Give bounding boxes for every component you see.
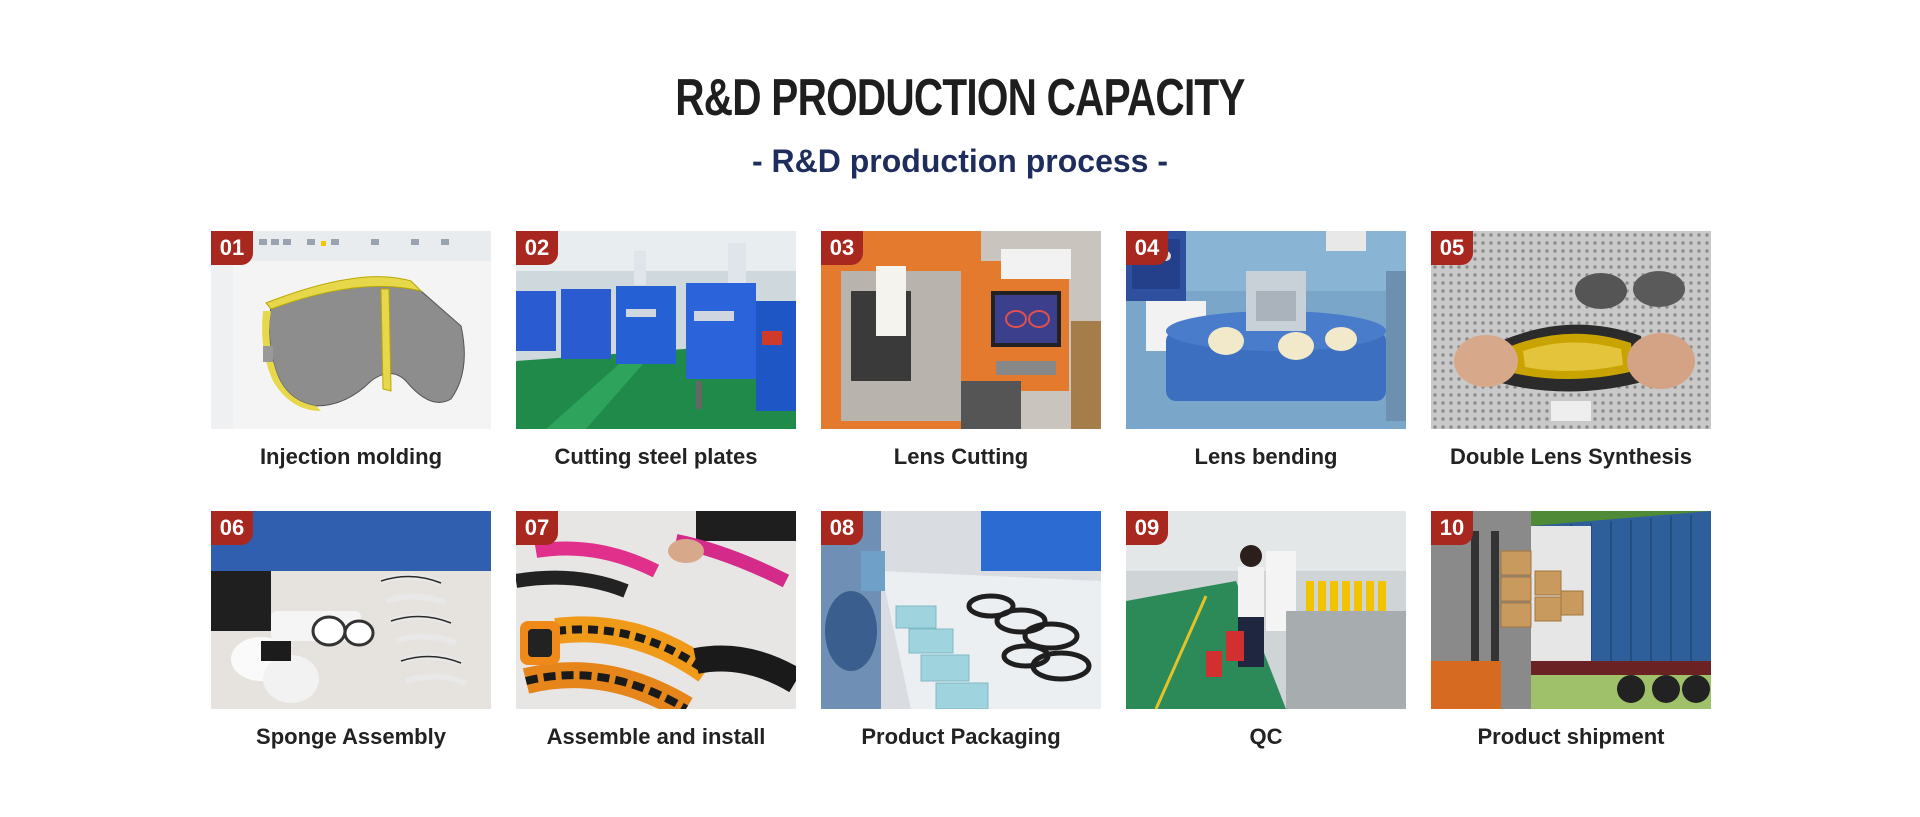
step-label: QC [1249, 724, 1283, 749]
process-photo: 03 [821, 231, 1101, 429]
bending-machine-image [1126, 231, 1406, 429]
process-photo: 10 [1431, 511, 1711, 709]
process-card-qc: 09 QC [1126, 511, 1406, 765]
step-number-badge: 09 [1126, 511, 1168, 545]
process-card-lens-bending: 04 Lens bending [1126, 231, 1406, 485]
process-card-product-shipment: 10 Product shipment [1431, 511, 1711, 765]
process-card-lens-cutting: 03 Lens Cutting [821, 231, 1101, 485]
packaging-image [821, 511, 1101, 709]
step-label: Cutting steel plates [554, 444, 758, 469]
page-subtitle: - R&D production process - [751, 143, 1168, 179]
step-number-badge: 08 [821, 511, 863, 545]
step-number-badge: 07 [516, 511, 558, 545]
shipment-truck-image [1431, 511, 1711, 709]
process-card-double-lens-synthesis: 05 Double Lens Synthesis [1431, 231, 1711, 485]
process-photo: 08 [821, 511, 1101, 709]
step-number-badge: 01 [211, 231, 253, 265]
step-number-badge: 05 [1431, 231, 1473, 265]
step-label: Sponge Assembly [256, 724, 446, 749]
goggle-lens-hands-image [1431, 231, 1711, 429]
process-photo: 02 [516, 231, 796, 429]
step-number-badge: 03 [821, 231, 863, 265]
step-label: Product shipment [1477, 724, 1665, 749]
process-photo: 05 [1431, 231, 1711, 429]
cnc-machine-image [821, 231, 1101, 429]
process-photo: 06 [211, 511, 491, 709]
factory-machines-image [516, 231, 796, 429]
step-label: Assemble and install [546, 724, 766, 749]
process-card-sponge-assembly: 06 Sponge Assembly [211, 511, 491, 765]
step-label: Lens Cutting [893, 444, 1029, 469]
step-label: Lens bending [1194, 444, 1338, 469]
step-label: Product Packaging [861, 724, 1061, 749]
step-label: Injection molding [259, 444, 443, 469]
step-label: Double Lens Synthesis [1449, 444, 1693, 469]
process-card-cutting-steel-plates: 02 Cutting steel plates [516, 231, 796, 485]
process-photo: 04 [1126, 231, 1406, 429]
step-number-badge: 02 [516, 231, 558, 265]
page-title: R&D PRODUCTION CAPACITY [675, 69, 1245, 127]
sponge-assembly-image [211, 511, 491, 709]
process-card-injection-molding: 01 Injection molding [211, 231, 491, 485]
step-number-badge: 04 [1126, 231, 1168, 265]
process-photo: 07 [516, 511, 796, 709]
cad-model-image [211, 231, 491, 429]
step-number-badge: 06 [211, 511, 253, 545]
process-photo: 09 [1126, 511, 1406, 709]
qc-workshop-image [1126, 511, 1406, 709]
process-card-product-packaging: 08 Product Packaging [821, 511, 1101, 765]
process-grid: 01 Injection molding [211, 231, 1711, 765]
straps-assembly-image [516, 511, 796, 709]
step-number-badge: 10 [1431, 511, 1473, 545]
process-card-assemble-and-install: 07 Assemble and install [516, 511, 796, 765]
process-photo: 01 [211, 231, 491, 429]
